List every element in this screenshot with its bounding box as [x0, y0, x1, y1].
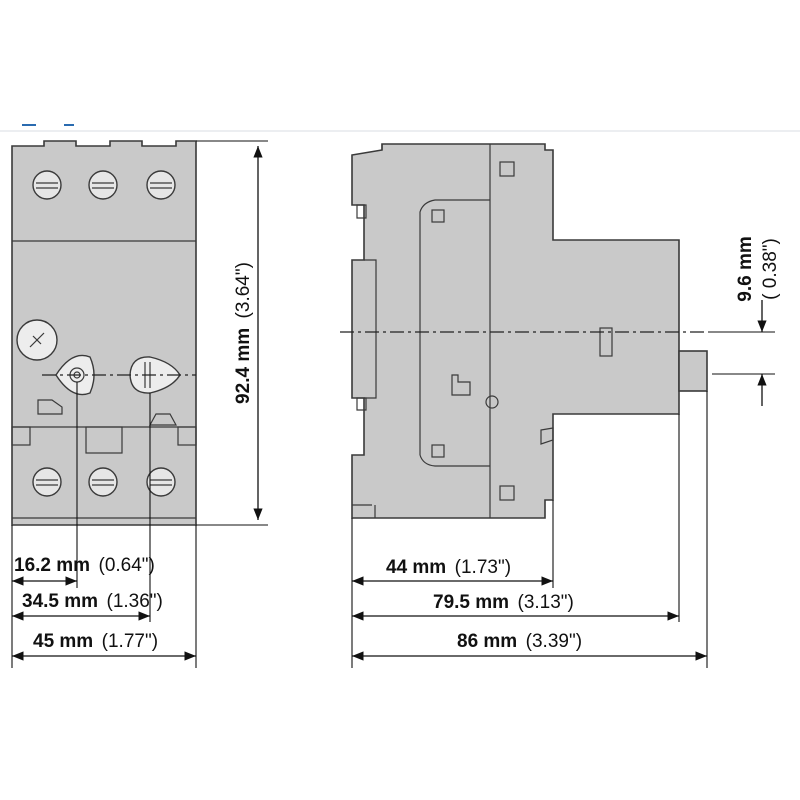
header-strip	[0, 124, 800, 132]
screw-terminal-top	[32, 170, 176, 200]
side-body-label: 79.5 mm (3.13")	[433, 592, 574, 613]
front-view	[11, 140, 197, 526]
aux-offset-label: 34.5 mm (1.36")	[22, 591, 163, 612]
shaft-offset-value: 9.6 mm	[735, 236, 756, 301]
front-height-label: 92.4 mm (3.64")	[233, 262, 254, 404]
side-total-label: 86 mm (3.39")	[457, 631, 582, 652]
side-rail-label: 44 mm (1.73")	[386, 557, 511, 578]
dimension-lines-side	[351, 300, 775, 668]
dimension-lines-front	[11, 140, 268, 668]
shaft-offset-inch: ( 0.38")	[760, 238, 781, 300]
knob-offset-label: 16.2 mm (0.64")	[14, 555, 155, 576]
screw-terminal-bottom	[32, 467, 176, 497]
front-width-label: 45 mm (1.77")	[33, 631, 158, 652]
adjust-dial-icon	[16, 319, 58, 361]
side-view	[340, 143, 708, 519]
